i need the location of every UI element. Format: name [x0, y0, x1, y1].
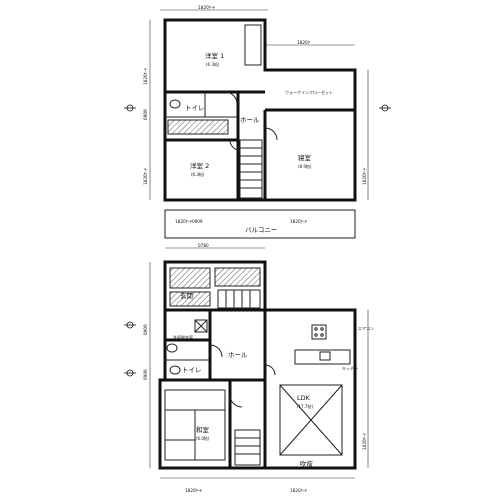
- room-name: 玄関: [180, 291, 193, 300]
- upper-dim-left-3: 1820ｻｰﾁ: [143, 168, 149, 185]
- lower-stairs: [217, 289, 261, 466]
- room-name: ウォークインクローゼット: [285, 89, 333, 95]
- upper-dim-bottom-right: 1820ｻｰﾁ: [290, 219, 307, 225]
- upper-stairs: [239, 139, 263, 199]
- lower-floor-plan: 0780: [124, 243, 374, 494]
- room-name: 和室: [196, 425, 210, 434]
- toilet-icon: [169, 99, 181, 109]
- room-name: トイレ: [185, 104, 205, 112]
- ac-label: エアコン: [358, 326, 374, 331]
- room-name: 洋室 1: [205, 51, 224, 60]
- room-area: (8.9帖): [298, 163, 312, 169]
- lower-dim-right-1: 1820ｻｰﾁ: [362, 433, 368, 450]
- upper-dim-left-2: 0909: [143, 109, 148, 120]
- room-name: 吹抜: [300, 459, 314, 468]
- room-name: LDK: [297, 394, 311, 402]
- kitchen-label: キッチン: [342, 366, 358, 371]
- upper-dim-bottom-left: 1820ｻｰﾁ0909: [175, 219, 203, 225]
- lower-dim-left-2: 0909: [143, 369, 148, 380]
- toilet-icon: [169, 365, 181, 375]
- room-area: (17.7帖): [297, 403, 313, 409]
- washer-icon: [194, 319, 208, 333]
- upper-floor-plan: 1820ｻｰﾁ 1820ｻ 洋室: [124, 5, 391, 239]
- upper-left-dims: 1820ｻｰﾁ 0909 1820ｻｰﾁ: [124, 20, 151, 200]
- room-area: (6.3帖): [206, 61, 220, 67]
- lower-right-dims: 1820ｻｰﾁ: [362, 310, 369, 468]
- room-name: ホール: [228, 351, 248, 359]
- void-area: [279, 384, 343, 456]
- sink-icon: [166, 343, 178, 353]
- upper-dim-top: 1820ｻｰﾁ: [198, 5, 215, 11]
- upper-right-dims: 1820ｻｰﾁ: [362, 70, 391, 200]
- room-name: トイレ: [182, 366, 202, 374]
- room-name: 寝室: [298, 153, 312, 162]
- room-area: (6.3帖): [191, 171, 205, 177]
- kitchen-counter: [294, 349, 351, 365]
- lower-dim-left-1: 0909: [143, 324, 148, 335]
- room-name: 洋室 2: [190, 161, 209, 170]
- upper-dim-left-1: 1820ｻｰﾁ: [143, 68, 149, 85]
- upper-dim-right-1: 1820ｻｰﾁ: [362, 168, 368, 185]
- lower-dim-bottom-right: 1820ｻｰﾁ: [290, 488, 307, 494]
- room-name: バルコニー: [245, 226, 277, 234]
- upper-dim-top-right: 1820ｻ: [297, 40, 310, 46]
- room-name: ホール: [240, 116, 260, 124]
- room-name: 洗面脱衣室: [173, 334, 193, 340]
- room-area: (6.0帖): [196, 435, 210, 441]
- lower-left-dims: 0909 0909: [124, 262, 151, 468]
- lower-dim-top: 0780: [198, 243, 209, 248]
- lower-dim-bottom-left: 1820ｻｰﾁ: [185, 488, 202, 494]
